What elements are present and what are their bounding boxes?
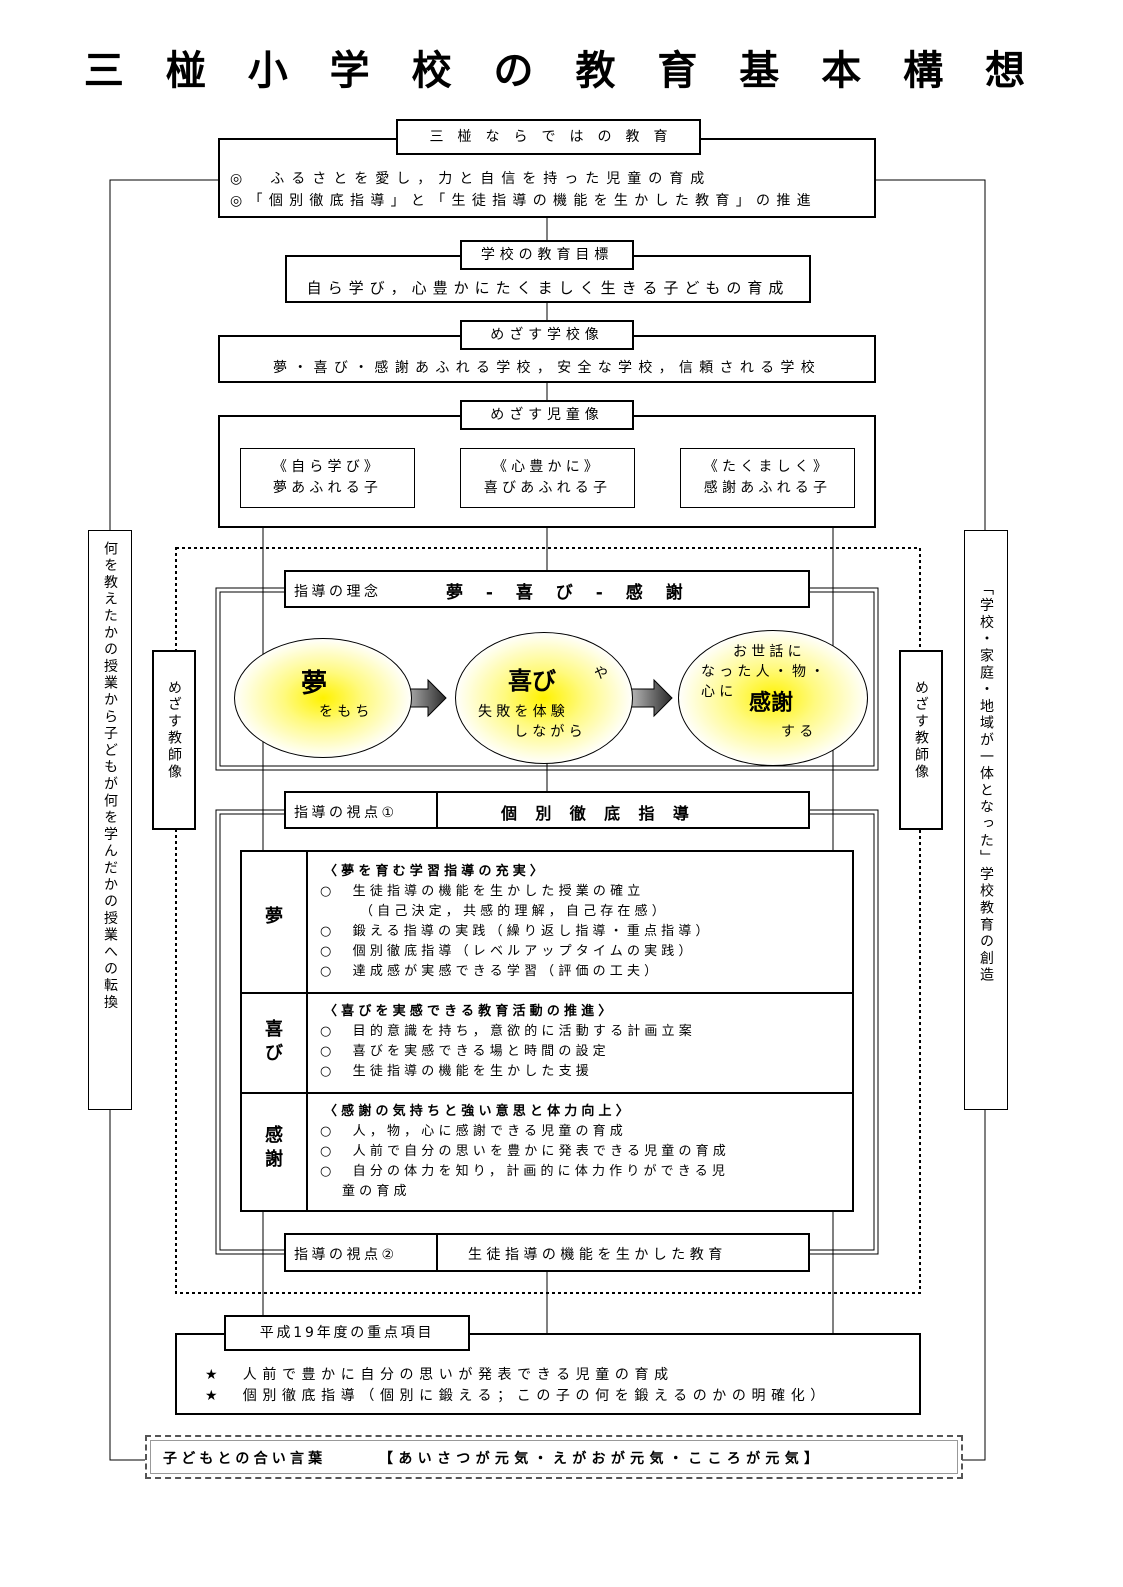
school-image-label: めざす学校像 — [460, 320, 634, 350]
table-row-yorokobi-line2: ○ 喜びを実感できる場と時間の設定 — [320, 1044, 610, 1059]
motto-text: 【あいさつが元気・えがおが元気・こころが元気】 — [379, 1451, 824, 1467]
table-head-yume: 夢 — [265, 906, 283, 927]
table-row-kansha-line2: ○ 人前で自分の思いを豊かに発表できる児童の育成 — [320, 1144, 730, 1159]
yorokobi-ellipse: 喜び や 失敗を体験 しながら — [455, 632, 633, 764]
yume-ellipse: 夢 をもち — [234, 638, 412, 758]
philosophy-label: 指導の理念 — [294, 584, 382, 600]
table-row-divider-1 — [242, 992, 852, 994]
kansha-big: 感謝 — [749, 691, 794, 716]
table-row-yume-line4: ○ 個別徹底指導（レベルアップタイムの実践） — [320, 944, 696, 959]
right-side-text: 「学校・家庭・地域が一体となった」学校教育の創造 — [978, 581, 994, 985]
school-goal-label: 学校の教育目標 — [460, 240, 634, 270]
child-item-kokoro-line2: 喜びあふれる子 — [483, 480, 612, 496]
priority-label: 平成19年度の重点項目 — [224, 1315, 470, 1351]
yume-small: をもち — [319, 704, 374, 720]
table-row-yorokobi-line1: ○ 目的意識を持ち，意欲的に活動する計画立案 — [320, 1024, 696, 1039]
priority-box: ★ 人前で豊かに自分の思いが発表できる児童の育成 ★ 個別徹底指導（個別に鍛える… — [175, 1333, 921, 1415]
kansha-ellipse: お世話に なった人・物・ 心に 感謝 する — [678, 630, 868, 766]
teacher-image-left: めざす教師像 — [152, 650, 196, 830]
teacher-image-right-text: めざす教師像 — [913, 680, 929, 781]
kansha-small4: する — [781, 724, 818, 740]
yorokobi-big: 喜び — [508, 667, 556, 695]
child-item-manabi-line1: 《自ら学び》 — [272, 459, 383, 475]
unique-line-1: ◎ ふるさとを愛し，力と自信を持った児童の育成 — [230, 171, 712, 187]
table-head-yorokobi: 喜び — [265, 1019, 283, 1064]
page-title: 三 椪 小 学 校 の 教 育 基 本 構 想 — [83, 48, 1040, 94]
kansha-small3: 心に — [701, 684, 738, 700]
viewpoint2-header: 指導の視点② 生徒指導の機能を生かした教育 — [284, 1233, 810, 1272]
table-row-kansha-line1: ○ 人，物，心に感謝できる児童の育成 — [320, 1124, 627, 1139]
table-row-yume-line3: ○ 鍛える指導の実践（繰り返し指導・重点指導） — [320, 924, 713, 939]
viewpoint1-divider — [436, 793, 438, 827]
table-row-kansha-line3: ○ 自分の体力を知り，計画的に体力作りができる児 — [320, 1164, 730, 1179]
kansha-small1: お世話に — [733, 644, 806, 660]
yorokobi-small1: 失敗を体験 — [478, 704, 569, 720]
left-side-box: 何を教えたかの授業から子どもが何を学んだかの授業への転換 — [88, 530, 132, 1110]
table-row-yorokobi-title: 〈喜びを実感できる教育活動の推進〉 — [324, 1004, 616, 1019]
table-row-divider-2 — [242, 1092, 852, 1094]
teacher-image-right: めざす教師像 — [899, 650, 943, 830]
viewpoint2-divider — [436, 1235, 438, 1270]
motto-label: 子どもとの合い言葉 — [163, 1451, 327, 1467]
child-item-kokoro-line1: 《心豊かに》 — [492, 459, 603, 475]
table-row-yume: 〈夢を育む学習指導の充実〉 ○ 生徒指導の機能を生かした授業の確立 （自己決定，… — [320, 862, 713, 982]
table-row-yorokobi: 〈喜びを実感できる教育活動の推進〉 ○ 目的意識を持ち，意欲的に活動する計画立案… — [320, 1002, 696, 1082]
viewpoint2-label: 指導の視点② — [294, 1247, 398, 1263]
viewpoint1-label: 指導の視点① — [294, 805, 398, 821]
yorokobi-small2: しながら — [514, 724, 587, 740]
child-item-takumashiku-line2: 感謝あふれる子 — [703, 480, 832, 496]
guidance-table: 夢 〈夢を育む学習指導の充実〉 ○ 生徒指導の機能を生かした授業の確立 （自己決… — [240, 850, 854, 1212]
table-row-kansha: 〈感謝の気持ちと強い意思と体力向上〉 ○ 人，物，心に感謝できる児童の育成 ○ … — [320, 1102, 730, 1202]
table-col-divider — [306, 852, 308, 1210]
priority-line-1: ★ 人前で豊かに自分の思いが発表できる児童の育成 — [205, 1367, 674, 1383]
right-side-box: 「学校・家庭・地域が一体となった」学校教育の創造 — [964, 530, 1008, 1110]
philosophy-header: 指導の理念 夢 - 喜 び - 感 謝 — [284, 570, 810, 608]
child-item-manabi: 《自ら学び》 夢あふれる子 — [240, 448, 415, 508]
viewpoint2-title: 生徒指導の機能を生かした教育 — [468, 1247, 727, 1263]
unique-line-2: ◎「個別徹底指導」と「生徒指導の機能を生かした教育」の推進 — [230, 193, 817, 209]
priority-lines: ★ 人前で豊かに自分の思いが発表できる児童の育成 ★ 個別徹底指導（個別に鍛える… — [205, 1365, 830, 1407]
philosophy-title: 夢 - 喜 び - 感 謝 — [446, 583, 692, 603]
table-row-yorokobi-line3: ○ 生徒指導の機能を生かした支援 — [320, 1064, 593, 1079]
table-row-kansha-title: 〈感謝の気持ちと強い意思と体力向上〉 — [324, 1104, 633, 1119]
motto-box: 子どもとの合い言葉 【あいさつが元気・えがおが元気・こころが元気】 — [145, 1435, 963, 1479]
teacher-image-left-text: めざす教師像 — [166, 680, 182, 781]
child-item-kokoro: 《心豊かに》 喜びあふれる子 — [460, 448, 635, 508]
table-head-kansha: 感謝 — [265, 1125, 283, 1170]
table-row-yume-line5: ○ 達成感が実感できる学習（評価の工夫） — [320, 964, 662, 979]
kansha-small2: なった人・物・ — [701, 664, 829, 680]
table-row-yume-line1: ○ 生徒指導の機能を生かした授業の確立 — [320, 884, 645, 899]
child-item-takumashiku-line1: 《たくましく》 — [703, 459, 832, 475]
child-item-manabi-line2: 夢あふれる子 — [272, 480, 383, 496]
left-side-text: 何を教えたかの授業から子どもが何を学んだかの授業への転換 — [102, 541, 118, 1012]
table-row-yume-line2: （自己決定，共感的理解，自己存在感） — [360, 904, 669, 919]
yorokobi-ya: や — [594, 666, 608, 682]
child-item-takumashiku: 《たくましく》 感謝あふれる子 — [680, 448, 855, 508]
viewpoint1-header: 指導の視点① 個 別 徹 底 指 導 — [284, 791, 810, 829]
priority-line-2: ★ 個別徹底指導（個別に鍛える；この子の何を鍛えるのかの明確化） — [205, 1388, 830, 1404]
yume-big: 夢 — [301, 669, 328, 699]
viewpoint1-title: 個 別 徹 底 指 導 — [501, 804, 696, 823]
table-row-kansha-line4: 童の育成 — [342, 1184, 411, 1199]
child-image-label: めざす児童像 — [460, 400, 634, 430]
table-row-yume-title: 〈夢を育む学習指導の充実〉 — [324, 864, 548, 879]
unique-education-label: 三 椪 な ら で は の 教 育 — [396, 119, 701, 155]
